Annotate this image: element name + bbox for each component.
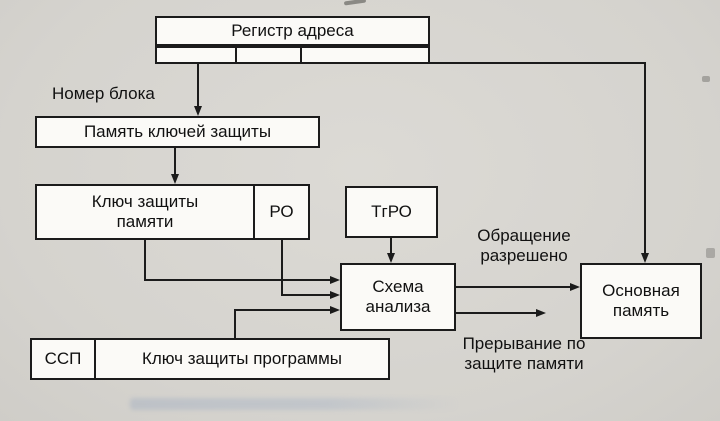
key-memory-label: Память ключей защиты [83, 122, 272, 142]
scan-artifact [706, 248, 715, 258]
ssp-label: ССП [44, 349, 82, 369]
arrow-protection-key-to-analysis [144, 240, 340, 284]
field-divider [300, 48, 302, 62]
box-analysis-scheme: Схема анализа [340, 263, 456, 331]
memory-interrupt-label: Прерывание по защите памяти [462, 334, 586, 374]
box-main-memory: Основная память [580, 263, 702, 339]
main-memory-label: Основная память [602, 281, 680, 320]
box-tgro: ТгРО [345, 186, 438, 238]
access-allowed-label: Обращение разрешено [477, 226, 571, 266]
memory-protection-key-label: Ключ защиты памяти [91, 192, 199, 231]
tgro-label: ТгРО [371, 202, 412, 222]
ro-cell: РО [255, 186, 308, 238]
program-protection-key-label: Ключ защиты программы [141, 349, 343, 369]
ro-label: РО [269, 202, 294, 222]
ssp-cell: ССП [32, 340, 96, 378]
box-program-key-group: ССП Ключ защиты программы [30, 338, 390, 380]
scan-artifact [702, 76, 710, 82]
program-protection-key-cell: Ключ защиты программы [96, 340, 388, 378]
box-key-memory: Память ключей защиты [35, 116, 320, 148]
arrow-program-key-to-analysis [234, 306, 340, 338]
page-bleed-through [130, 398, 460, 410]
register-field-strip [155, 46, 430, 64]
box-memory-protection-key-group: Ключ защиты памяти РО [35, 184, 310, 240]
field-divider [235, 48, 237, 62]
memory-protection-key-cell: Ключ защиты памяти [37, 186, 255, 238]
analysis-scheme-label: Схема анализа [365, 277, 431, 316]
box-address-register: Регистр адреса [155, 16, 430, 46]
block-number-label: Номер блока [52, 84, 155, 103]
arrow-ro-to-analysis [281, 240, 340, 299]
address-register-label: Регистр адреса [231, 21, 354, 41]
